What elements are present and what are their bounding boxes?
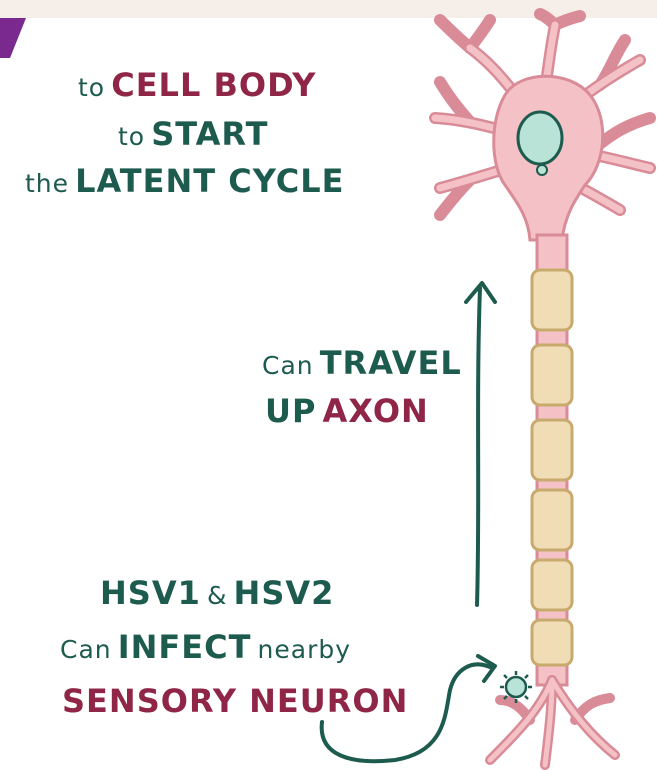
bottom-line-1: HSV1 & HSV2: [100, 574, 334, 612]
axon-label: AXON: [323, 392, 429, 430]
sensory-neuron-label: SENSORY NEURON: [62, 682, 408, 720]
bottom-line-2-prefix: Can: [60, 635, 112, 664]
cell-body-label: CELL BODY: [111, 66, 316, 104]
hsv1-label: HSV1: [100, 574, 201, 612]
bottom-line-3: SENSORY NEURON: [62, 682, 408, 720]
virus-icon: [500, 671, 532, 703]
latent-cycle-label: LATENT CYCLE: [75, 162, 344, 200]
middle-line-1-prefix: Can: [262, 351, 314, 380]
up-arrow-icon: [466, 283, 495, 605]
top-line-3-prefix: the: [25, 169, 69, 198]
travel-label: TRAVEL: [320, 344, 462, 382]
ampersand-label: &: [207, 581, 228, 610]
bottom-line-2: Can INFECT nearby: [60, 628, 351, 666]
bottom-line-2-suffix: nearby: [258, 635, 352, 664]
top-line-2: to START: [118, 115, 268, 153]
nucleolus: [537, 165, 547, 175]
hsv2-label: HSV2: [234, 574, 335, 612]
top-line-1: to CELL BODY: [78, 66, 316, 104]
myelin-sheaths: [532, 270, 572, 665]
top-line-1-prefix: to: [78, 73, 105, 102]
nucleus: [518, 112, 562, 164]
middle-line-2: UP AXON: [265, 392, 429, 430]
infect-label: INFECT: [118, 628, 252, 666]
middle-line-1: Can TRAVEL: [262, 344, 462, 382]
up-label: UP: [265, 392, 316, 430]
start-label: START: [151, 115, 268, 153]
top-line-3: the LATENT CYCLE: [25, 162, 344, 200]
top-line-2-prefix: to: [118, 122, 145, 151]
